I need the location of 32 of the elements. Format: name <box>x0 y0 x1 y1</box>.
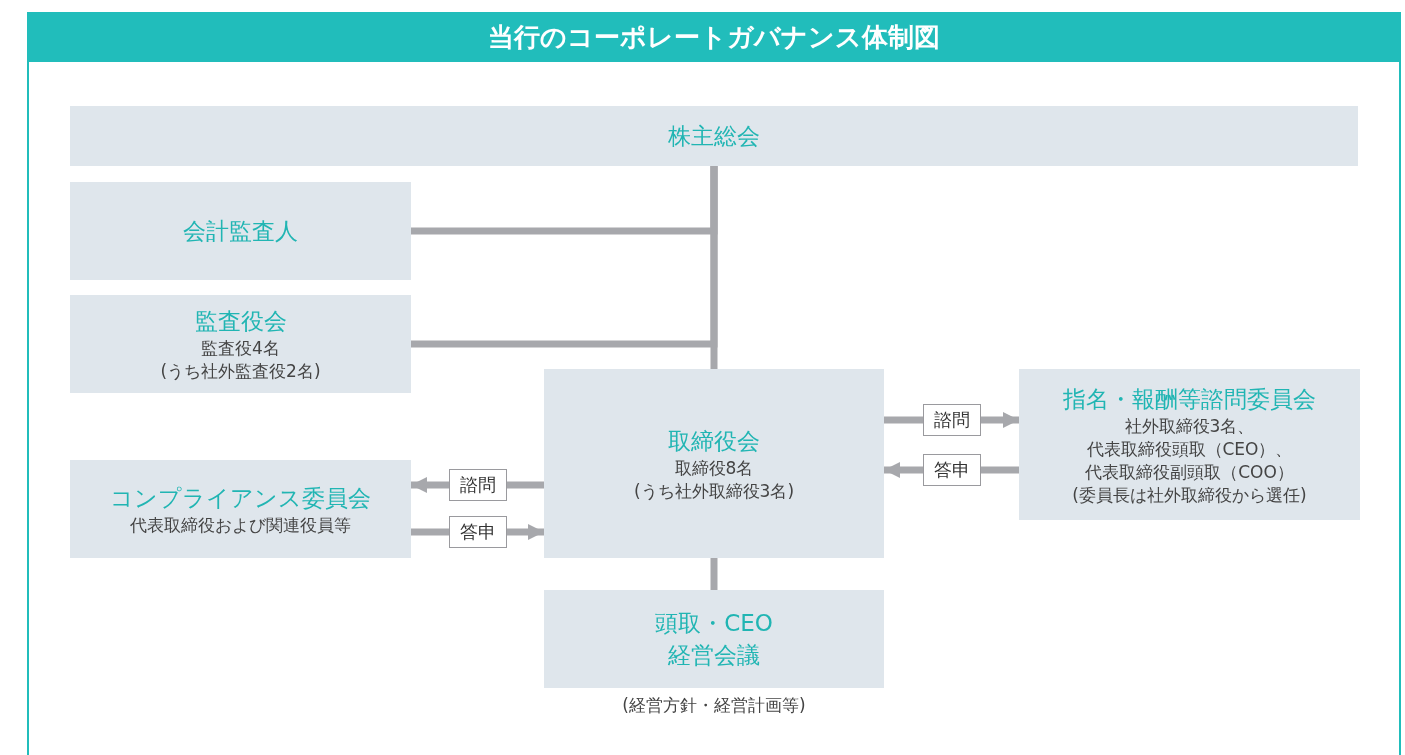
box-heading: 経営会議 <box>668 641 760 670</box>
box-heading: コンプライアンス委員会 <box>110 483 371 513</box>
edge-label: 答申 <box>448 516 507 548</box>
organization-box <box>544 369 884 558</box>
box-heading: 取締役会 <box>668 426 760 456</box>
box-description: 代表取締役および関連役員等 <box>130 513 351 537</box>
organization-box <box>70 460 411 558</box>
title-banner: 当行のコーポレートガバナンス体制図 <box>27 12 1401 62</box>
box-note: (経営方針・経営計画等) <box>621 694 807 717</box>
box-description: (うち社外取締役3名) <box>633 479 795 503</box>
box-heading: 頭取・CEO <box>655 609 773 638</box>
organization-box <box>544 590 884 688</box>
box-heading: 会計監査人 <box>183 217 298 246</box>
organization-box <box>1019 369 1360 520</box>
connector-line <box>710 558 718 590</box>
edge-label: 諮問 <box>448 469 507 501</box>
box-description: 社外取締役3名、 <box>1124 414 1255 438</box>
organization-box <box>70 182 411 280</box>
organization-box <box>70 295 411 393</box>
box-heading: 株主総会 <box>668 122 760 151</box>
box-heading: 監査役会 <box>194 307 287 336</box>
edge-label: 諮問 <box>922 404 981 436</box>
edge-label: 答申 <box>922 454 981 486</box>
organization-box <box>70 106 1358 166</box>
connector-line <box>411 166 718 348</box>
box-description: 取締役8名 <box>674 456 754 480</box>
box-description: 代表取締役頭取（CEO）、 <box>1086 437 1293 461</box>
box-description: 監査役4名 <box>201 337 280 360</box>
box-heading: 指名・報酬等諮問委員会 <box>1063 384 1316 414</box>
box-description: (委員長は社外取締役から選任) <box>1072 483 1307 507</box>
box-description: 代表取締役副頭取（COO） <box>1085 460 1294 484</box>
box-description: (うち社外監査役2名) <box>160 360 321 383</box>
